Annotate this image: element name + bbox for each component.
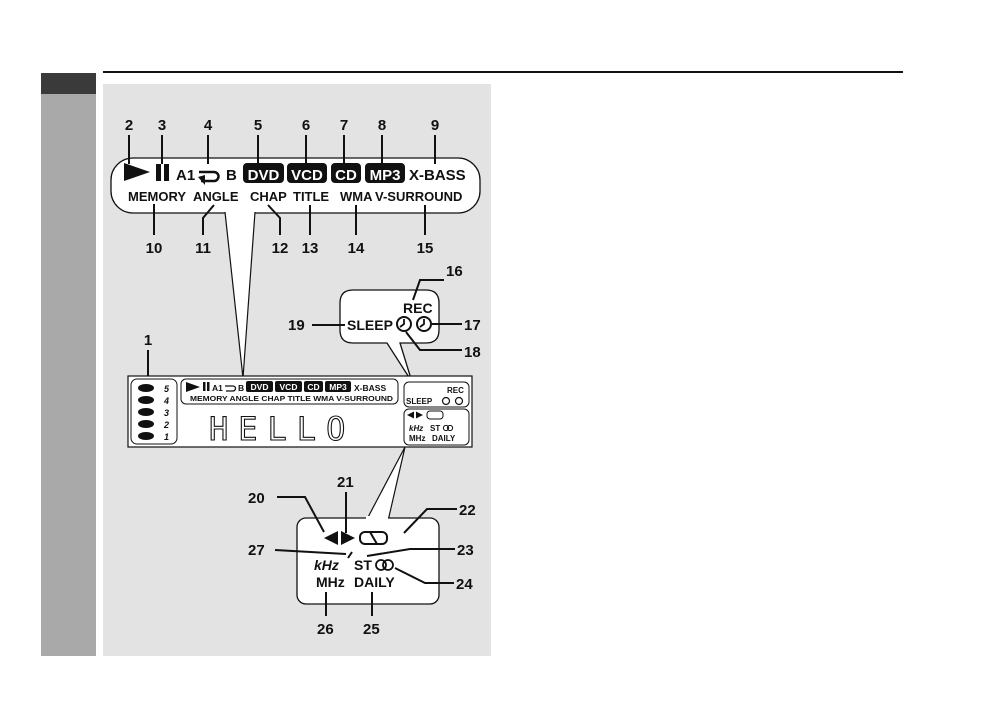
- angle-indicator: ANGLE: [193, 189, 239, 204]
- callout-15: 15: [417, 240, 434, 257]
- front-display: 5 4 3 2 1 A1 B DV: [128, 376, 472, 448]
- b-indicator: B: [226, 167, 237, 184]
- top-callouts: 2 3 4 5 6 7 8 9: [125, 117, 439, 134]
- small-st: ST: [430, 424, 440, 433]
- callout-21: 21: [337, 474, 354, 491]
- small-mhz: MHz: [409, 434, 425, 443]
- callout-27: 27: [248, 542, 265, 559]
- callout-10: 10: [146, 240, 163, 257]
- callout-2: 2: [125, 117, 133, 134]
- tuner-bubble: kHz ST MHz DAILY: [297, 516, 439, 604]
- khz-indicator: kHz: [314, 557, 339, 573]
- vcd-indicator: VCD: [291, 167, 323, 184]
- callout-23: 23: [457, 542, 474, 559]
- sleep-rec-bubble: REC SLEEP: [340, 290, 439, 382]
- callout-18: 18: [464, 344, 481, 361]
- callout-13: 13: [302, 240, 319, 257]
- small-vcd: VCD: [280, 382, 298, 392]
- small-mp3: MP3: [329, 382, 347, 392]
- small-daily: DAILY: [432, 434, 456, 443]
- small-dvd: DVD: [251, 382, 269, 392]
- small-cd: CD: [307, 382, 319, 392]
- small-xbass: X-BASS: [354, 383, 386, 393]
- callout-24: 24: [456, 576, 473, 593]
- vsurround-indicator: V-SURROUND: [375, 189, 462, 204]
- callout-4: 4: [204, 117, 213, 134]
- callout-25: 25: [363, 621, 380, 638]
- chap-indicator: CHAP: [250, 189, 287, 204]
- callout-26: 26: [317, 621, 334, 638]
- svg-text:2: 2: [163, 420, 169, 430]
- callout-7: 7: [340, 117, 348, 134]
- small-sleep: SLEEP: [406, 397, 433, 406]
- callout-12: 12: [272, 240, 289, 257]
- callout-9: 9: [431, 117, 439, 134]
- mp3-indicator: MP3: [370, 167, 401, 184]
- rec-indicator: REC: [403, 300, 433, 316]
- callout-19: 19: [288, 317, 305, 334]
- callout-14: 14: [348, 240, 365, 257]
- bubble-pointer-bottom: [366, 447, 405, 521]
- pause-icon: [203, 382, 206, 391]
- small-indicator-row2: MEMORY ANGLE CHAP TITLE WMA V-SURROUND: [190, 394, 394, 403]
- callout-22: 22: [459, 502, 476, 519]
- callout-8: 8: [378, 117, 386, 134]
- callout-3: 3: [158, 117, 166, 134]
- callout-16: 16: [446, 263, 463, 280]
- small-a1: A1: [212, 383, 223, 393]
- svg-text:3: 3: [164, 408, 169, 418]
- sleep-indicator: SLEEP: [347, 317, 393, 333]
- small-b: B: [238, 383, 244, 393]
- display-text: HELLO: [209, 410, 355, 448]
- callout-6: 6: [302, 117, 310, 134]
- dvd-indicator: DVD: [248, 167, 280, 184]
- xbass-indicator: X-BASS: [409, 167, 466, 184]
- daily-indicator: DAILY: [354, 574, 395, 590]
- st-indicator: ST: [354, 557, 372, 573]
- callout-17: 17: [464, 317, 481, 334]
- a1-indicator: A1: [176, 167, 195, 184]
- svg-text:4: 4: [163, 396, 169, 406]
- title-indicator: TITLE: [293, 189, 329, 204]
- wma-indicator: WMA: [340, 189, 373, 204]
- memory-indicator: MEMORY: [128, 189, 186, 204]
- bubble-pointer-top: [225, 212, 255, 378]
- callout-11: 11: [195, 240, 211, 257]
- small-rec: REC: [447, 386, 464, 395]
- callout-5: 5: [254, 117, 262, 134]
- svg-text:1: 1: [164, 432, 169, 442]
- mhz-indicator: MHz: [316, 574, 345, 590]
- mid-callouts: 10 11 12 13 14 15: [146, 240, 434, 257]
- small-khz: kHz: [409, 424, 423, 433]
- pause-icon: [156, 164, 161, 181]
- cd-indicator: CD: [335, 167, 357, 184]
- callout-1: 1: [144, 332, 152, 349]
- callout-20: 20: [248, 490, 265, 507]
- indicator-bubble-top: A1 B DVD VCD CD MP3 X-BASS MEMORY ANGLE …: [111, 158, 480, 213]
